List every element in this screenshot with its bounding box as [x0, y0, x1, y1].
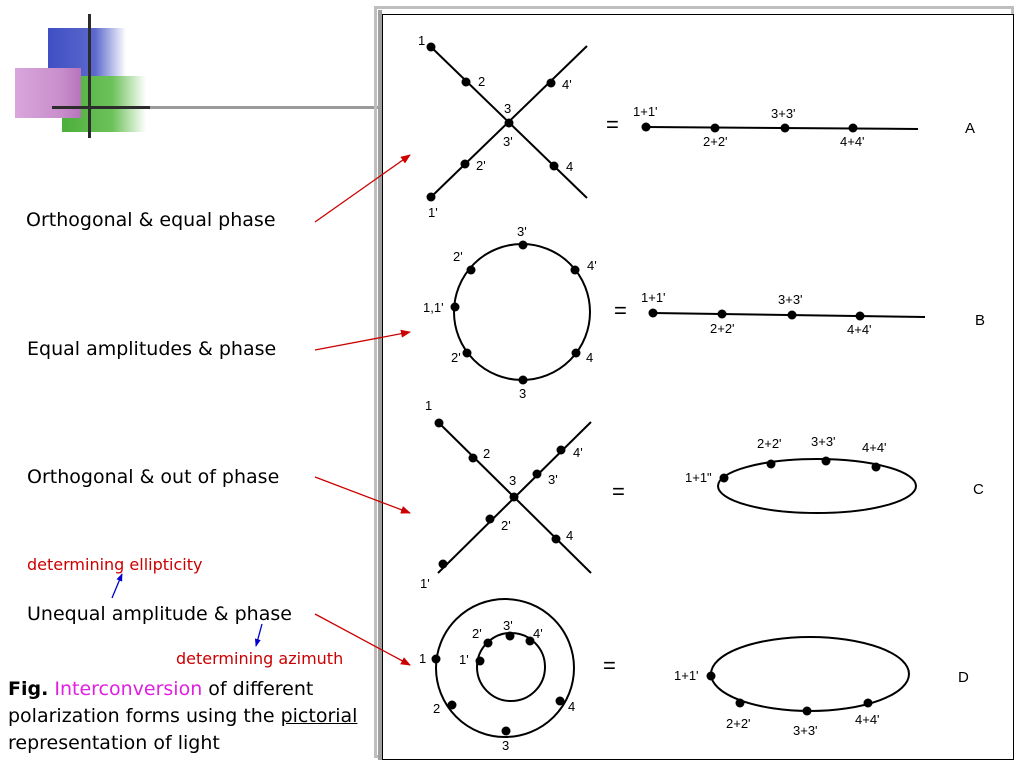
svg-text:3: 3	[509, 473, 516, 488]
svg-text:2': 2'	[451, 350, 461, 365]
svg-text:2: 2	[483, 446, 490, 461]
svg-text:2': 2'	[472, 626, 482, 641]
svg-text:1,1': 1,1'	[423, 300, 444, 315]
res-label: 4+4'	[840, 134, 865, 149]
caption-part1: of different polarization forms using th…	[8, 678, 314, 727]
svg-text:4': 4'	[587, 258, 597, 273]
figure-caption: Fig. Interconversion of different polari…	[8, 676, 378, 757]
label-equal-amplitudes: Equal amplitudes & phase	[27, 338, 277, 360]
pt-label: 3	[504, 101, 511, 116]
svg-text:4': 4'	[573, 445, 583, 460]
svg-text:4+4': 4+4'	[855, 712, 880, 727]
caption-pictorial: pictorial	[280, 705, 358, 727]
label-orthogonal-equal: Orthogonal & equal phase	[26, 209, 276, 231]
point-a-2p	[460, 159, 470, 169]
label-determining-ellipticity: determining ellipticity	[27, 555, 203, 574]
svg-text:2+2': 2+2'	[710, 321, 735, 336]
panel-letter-c: C	[973, 481, 984, 498]
svg-text:1: 1	[419, 651, 426, 666]
panel-letter-d: D	[958, 669, 969, 686]
slide-logo	[0, 0, 162, 150]
point-a-2	[461, 77, 471, 87]
point-a-4	[549, 161, 559, 171]
arrow-azimuth	[254, 623, 263, 647]
svg-text:3: 3	[519, 386, 526, 401]
svg-text:3+3': 3+3'	[778, 292, 803, 307]
svg-text:=: =	[614, 298, 627, 323]
res-label: 2+2'	[703, 134, 728, 149]
svg-text:1': 1'	[459, 652, 469, 667]
arrow-to-panel-c	[314, 476, 411, 514]
svg-text:1+1': 1+1'	[674, 668, 699, 683]
point-a-1p	[426, 192, 436, 202]
svg-text:1+1": 1+1"	[685, 470, 712, 485]
panel-d: 1 2 3 4 1' 2' 3' 4' = 1+1' 2+2' 3+3' 4+4…	[419, 598, 969, 753]
svg-text:3: 3	[502, 738, 509, 753]
logo-horizontal-line	[52, 106, 162, 109]
svg-text:4: 4	[566, 528, 573, 543]
panel-a: 1 2 3 3' 4' 2' 4 1' = 1+1' 2+2' 3+3' 4+4…	[418, 33, 975, 220]
pt-label: 4	[566, 159, 573, 174]
arrow-to-panel-b	[314, 329, 411, 351]
svg-text:=: =	[603, 653, 616, 678]
svg-text:1+1': 1+1'	[641, 290, 666, 305]
svg-text:3+3': 3+3'	[811, 434, 836, 449]
res-label: 3+3'	[771, 106, 796, 121]
label-unequal-amplitude: Unequal amplitude & phase	[27, 603, 292, 625]
pt-label: 1'	[428, 205, 438, 220]
panel-letter-a: A	[965, 120, 975, 137]
svg-text:1: 1	[425, 398, 432, 413]
svg-text:4+4': 4+4'	[862, 440, 887, 455]
panel-b: 3' 2' 4' 1,1' 2' 4 3 = 1+1' 2+2' 3+3' 4+…	[423, 224, 985, 401]
svg-text:2+2': 2+2'	[757, 436, 782, 451]
figure-frame-inner-shadow	[378, 10, 382, 760]
equals-sign: =	[606, 112, 619, 137]
res-label: 1+1'	[633, 104, 658, 119]
arrow-to-panel-a	[314, 154, 411, 223]
point-a-1	[426, 42, 436, 52]
svg-text:3+3': 3+3'	[793, 723, 818, 738]
panel-c: 1 2 3 4' 3' 2' 4 1' = 1+1" 2+2' 3+3' 4+4…	[420, 398, 984, 591]
svg-text:2': 2'	[501, 518, 511, 533]
arrow-ellipticity	[111, 573, 123, 599]
caption-interconversion: Interconversion	[54, 678, 203, 700]
figure-frame	[382, 14, 1014, 760]
svg-text:1': 1'	[420, 576, 430, 591]
svg-text:3': 3'	[517, 224, 527, 239]
svg-text:=: =	[612, 479, 625, 504]
svg-text:2: 2	[433, 701, 440, 716]
label-determining-azimuth: determining azimuth	[176, 649, 344, 668]
svg-text:4': 4'	[533, 626, 543, 641]
label-orthogonal-out: Orthogonal & out of phase	[27, 466, 280, 488]
header-divider	[150, 106, 378, 109]
caption-part2: representation of light	[8, 732, 220, 754]
pt-label: 2	[478, 74, 485, 89]
pt-label: 2'	[476, 158, 486, 173]
point-a-4p	[546, 78, 556, 88]
point-a-3	[504, 118, 514, 128]
arrow-to-panel-d	[314, 613, 411, 666]
svg-text:3': 3'	[503, 618, 513, 633]
caption-fig: Fig.	[8, 678, 49, 700]
svg-text:4: 4	[586, 350, 593, 365]
svg-text:2+2': 2+2'	[726, 716, 751, 731]
pt-label: 4'	[562, 77, 572, 92]
logo-vertical-line	[88, 14, 91, 138]
svg-text:4: 4	[568, 699, 575, 714]
pt-label: 3'	[503, 134, 513, 149]
panel-letter-b: B	[975, 312, 985, 329]
pt-label: 1	[418, 33, 425, 48]
svg-text:4+4': 4+4'	[847, 322, 872, 337]
svg-text:3': 3'	[548, 472, 558, 487]
svg-text:2': 2'	[453, 249, 463, 264]
logo-pink-square	[15, 68, 81, 118]
